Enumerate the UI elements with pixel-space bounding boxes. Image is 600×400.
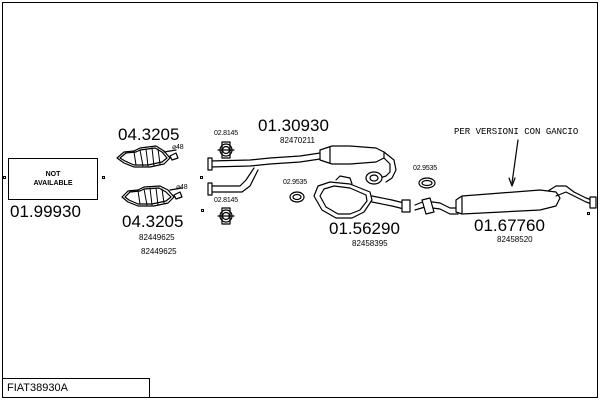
frame-border-left (2, 2, 3, 398)
part-code-01-30930[interactable]: 01.30930 (258, 116, 329, 135)
front-pipe-and-silencer[interactable] (207, 145, 397, 196)
part-code-02-8145-bottom[interactable]: 02.8145 (214, 197, 238, 204)
diagram-code-box: FIAT38930A (2, 378, 150, 398)
central-silencer[interactable] (313, 175, 411, 219)
rear-silencer[interactable] (414, 185, 597, 215)
oem-ref-82470211: 82470211 (280, 136, 315, 145)
part-code-04-3205-top[interactable]: 04.3205 (118, 125, 180, 144)
oem-ref-82449625-a: 82449625 (139, 233, 175, 242)
clamp-mid[interactable] (365, 171, 383, 185)
clamp-top[interactable] (217, 141, 235, 159)
part-code-02-9535-left[interactable]: 02.9535 (283, 179, 307, 186)
not-available-line2: AVAILABLE (33, 180, 73, 187)
oem-ref-82458395: 82458395 (352, 239, 388, 248)
catalytic-converter-top[interactable] (116, 145, 179, 168)
part-code-02-8145-top[interactable]: 02.8145 (214, 130, 238, 137)
diameter-label-top: ⌀48 (172, 144, 184, 151)
connector-marker (200, 176, 203, 179)
diameter-label-bottom: ⌀48 (176, 184, 188, 191)
diagram-code: FIAT38930A (7, 382, 68, 394)
note-arrow (508, 139, 519, 187)
part-code-01-67760[interactable]: 01.67760 (474, 216, 545, 235)
clamp-bottom[interactable] (217, 207, 235, 225)
frame-border-bottom (2, 397, 598, 398)
connector-marker (3, 176, 6, 179)
oem-ref-82458520: 82458520 (497, 235, 533, 244)
part-code-01-99930[interactable]: 01.99930 (10, 202, 81, 221)
gasket-left[interactable] (289, 191, 305, 203)
oem-ref-82449625-b: 82449625 (141, 247, 177, 256)
catalytic-converter-bottom[interactable] (121, 185, 183, 207)
diam-pointer-bottom (169, 187, 183, 191)
connector-marker (201, 209, 204, 212)
connector-marker (102, 176, 105, 179)
part-code-04-3205-bottom[interactable]: 04.3205 (122, 212, 184, 231)
hitch-version-note: PER VERSIONI CON GANCIO (454, 127, 579, 137)
not-available-line1: NOT (45, 171, 61, 178)
frame-border-right (597, 2, 598, 398)
gasket-right[interactable] (418, 177, 436, 189)
diam-pointer-top (163, 149, 177, 153)
part-code-02-9535-right[interactable]: 02.9535 (413, 165, 437, 172)
frame-border-top (2, 2, 598, 3)
not-available-box: NOT AVAILABLE (8, 158, 98, 200)
connector-marker (587, 212, 590, 215)
part-code-01-56290[interactable]: 01.56290 (329, 219, 400, 238)
